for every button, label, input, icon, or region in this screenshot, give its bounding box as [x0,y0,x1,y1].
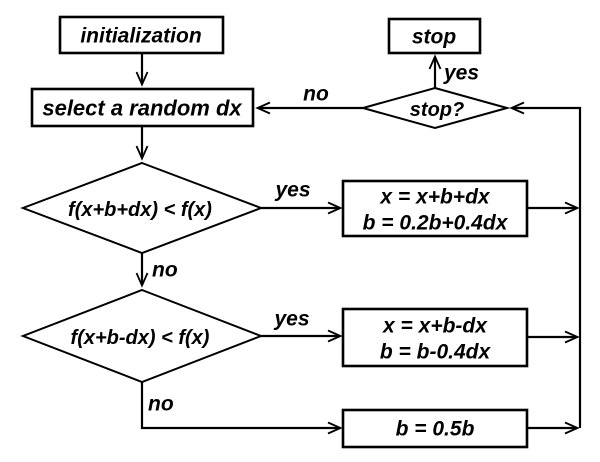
label-decision-plus-yes: yes [274,179,310,202]
node-initialization: initialization [58,15,225,55]
flowchart-edges [135,53,582,435]
update-plus-line1: x = x+b+dx [379,186,490,209]
select-dx-label: select a random dx [42,96,242,121]
edge-collector-to-stop-check [509,101,582,428]
decision-plus-diamond [20,161,264,255]
node-stop-check: stop? [359,86,511,130]
label-stop-check-yes: yes [443,62,479,85]
update-plus-line2: b = 0.2b+0.4dx [363,212,509,235]
stop-label: stop [412,26,457,49]
edge-decision-minus-no [140,382,343,435]
label-decision-minus-no: no [148,393,174,416]
update-plus-box [341,179,529,238]
stop-check-diamond [359,86,511,130]
node-select-dx: select a random dx [30,87,255,128]
node-update-half: b = 0.5b [341,408,529,449]
stop-check-label: stop? [410,99,464,121]
node-update-minus: x = x+b-dx b = b-0.4dx [341,307,529,368]
node-stop: stop [387,17,482,55]
update-minus-box [341,307,529,368]
label-decision-minus-yes: yes [273,308,309,331]
stop-box [387,17,482,55]
flowchart-edge-labels: yes no yes no yes no [148,62,479,416]
label-decision-plus-no: no [152,259,178,282]
decision-plus-label: f(x+b+dx) < f(x) [68,199,212,221]
label-stop-check-no: no [303,83,329,106]
update-minus-line2: b = b-0.4dx [380,341,492,364]
update-minus-line1: x = x+b-dx [382,315,488,338]
node-decision-plus: f(x+b+dx) < f(x) [20,161,264,255]
decision-minus-label: f(x+b-dx) < f(x) [71,327,210,349]
decision-minus-diamond [20,288,264,384]
update-half-label: b = 0.5b [396,418,475,441]
node-decision-minus: f(x+b-dx) < f(x) [20,288,264,384]
initialization-label: initialization [80,25,201,48]
initialization-box [58,15,225,55]
node-update-plus: x = x+b+dx b = 0.2b+0.4dx [341,179,529,238]
update-half-box [341,408,529,449]
select-dx-box [30,87,255,128]
